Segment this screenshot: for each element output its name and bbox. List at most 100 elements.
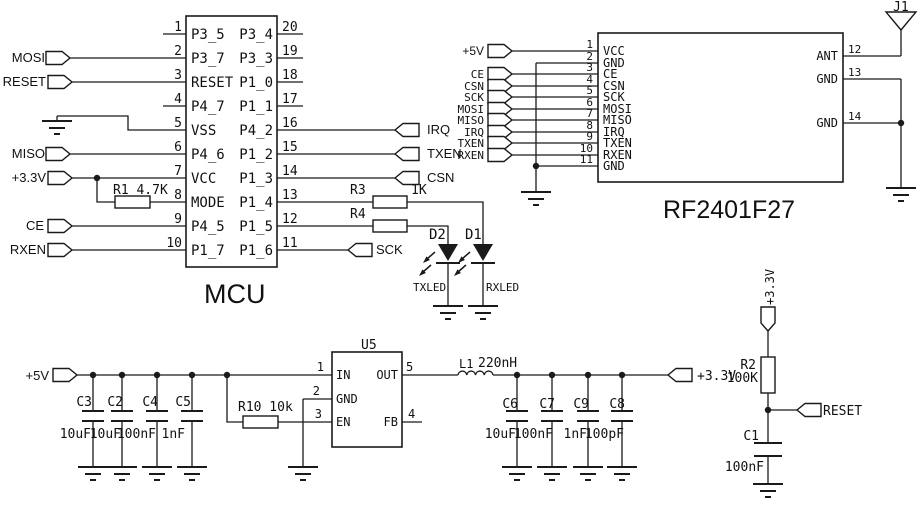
pin-name: GND [816, 72, 838, 86]
net-flag [394, 146, 420, 162]
net-flag [487, 89, 513, 105]
pin-number: 11 [580, 153, 593, 166]
d2-ref: D2 [429, 227, 446, 243]
pin-name: GND [816, 116, 838, 130]
pin-name: GND [603, 159, 625, 173]
net-flag [487, 135, 513, 151]
cap-c2: C2 10uF [90, 371, 138, 481]
cap-ref: C4 [142, 395, 158, 410]
net-label: IRQ [464, 126, 484, 139]
pin-number: 13 [282, 188, 298, 203]
resistor-body [242, 415, 279, 429]
net-flag [394, 122, 420, 138]
pin-name: IRQ [603, 125, 625, 139]
net-label-mosi: MOSI [12, 50, 45, 65]
net-label-reset: RESET [3, 74, 46, 89]
output-caps: C6 10uF C7 100nF C9 1nF [485, 371, 638, 481]
pin-name: VCC [191, 171, 216, 187]
led-emission-arrow [457, 251, 471, 264]
net-label-ce: CE [26, 218, 44, 233]
net-label-rxen: RXEN [10, 242, 46, 257]
ground-symbol [77, 466, 109, 481]
pin-number: 5 [406, 360, 413, 374]
junction-dot [93, 174, 101, 182]
rf-left-pin-names: VCC GND CE CSN SCK MOSI MISO IRQ TXEN RX… [603, 44, 632, 173]
pin-number: 16 [282, 116, 298, 131]
resistor-body [114, 195, 151, 209]
pin-name: P3_7 [191, 51, 225, 67]
cap-value: 10uF [60, 427, 91, 442]
pin-number: 1 [174, 20, 182, 35]
pin-number: 9 [586, 130, 593, 143]
net-flag [47, 74, 73, 90]
pin-number: 1 [317, 360, 324, 374]
pin-name: P1_0 [239, 75, 273, 91]
junction-dot [897, 119, 905, 127]
pin-name: RESET [191, 75, 234, 91]
pin-number: 12 [848, 43, 861, 56]
net-label-miso: MISO [12, 146, 45, 161]
led-triangle [473, 244, 493, 261]
net-flag [487, 147, 513, 163]
cap-c7: C7 100nF [514, 371, 568, 481]
antenna-icon [884, 11, 918, 32]
pin-name: P1_4 [239, 195, 273, 211]
net-flag [45, 146, 71, 162]
pin-name: FB [384, 415, 398, 429]
ground-symbol [106, 466, 138, 481]
l1-ref: L1 [459, 357, 473, 371]
r1-label: R1 4.7K [113, 183, 168, 198]
ground-symbol [520, 191, 552, 206]
cap-value: 100pF [585, 427, 624, 442]
net-label: SCK [464, 91, 484, 104]
cap-c6: C6 10uF [485, 371, 533, 481]
pin-number: 14 [848, 110, 862, 123]
ground-symbol [287, 466, 319, 481]
pin-number: 6 [586, 96, 593, 109]
pin-name: P1_5 [239, 219, 273, 235]
pin-number: 20 [282, 20, 298, 35]
pin-name: P1_6 [239, 243, 273, 259]
resistor-r1: R1 4.7K [113, 183, 168, 209]
mcu-left-wires [41, 33, 186, 251]
pin-name: P4_6 [191, 147, 225, 163]
pin-number: 1 [586, 38, 593, 51]
wire [407, 201, 484, 243]
pin-name: OUT [376, 368, 398, 382]
led-branch: R3 1K R4 D2 TXLED D1 RXLED [350, 183, 519, 320]
rf-left-pin-numbers: 1 2 3 4 5 6 7 8 9 10 11 [580, 38, 594, 166]
cap-c3: C3 10uF [60, 371, 109, 481]
rf-label: RF2401F27 [663, 196, 795, 224]
junction-dot [532, 162, 540, 170]
pin-number: 18 [282, 68, 298, 83]
net-label-3v3: +3.3V [12, 170, 47, 185]
ground-symbol [501, 466, 533, 481]
pin-number: 7 [586, 107, 593, 120]
cap-ref: C6 [502, 397, 518, 412]
cap-ref: C3 [76, 395, 92, 410]
ground-symbol [141, 466, 173, 481]
net-label-5v: +5V [462, 44, 484, 58]
pin-name: P1_1 [239, 99, 273, 115]
mcu-block: MCU 1 2 3 4 5 6 7 8 9 [3, 15, 484, 309]
l1-value: 220nH [478, 356, 517, 371]
net-label: MISO [458, 114, 485, 127]
rf-right-pin-names: ANT GND GND [816, 49, 838, 130]
pin-number: 4 [408, 407, 415, 421]
pin-name: ANT [816, 49, 838, 63]
pin-name: P4_2 [239, 123, 273, 139]
net-flag [667, 367, 693, 383]
net-label-sck: SCK [376, 242, 403, 257]
net-flag [47, 170, 73, 186]
pin-number: 5 [586, 84, 593, 97]
r2-ref: R2 [740, 358, 756, 373]
regulator-u5: U5 IN GND EN OUT FB 1 2 3 5 4 [287, 338, 458, 481]
net-label-3v3: +3.3V [697, 369, 736, 384]
r2-value: 100K [727, 371, 758, 386]
pin-number: 10 [580, 142, 593, 155]
pin-name: P4_7 [191, 99, 225, 115]
net-label: TXEN [458, 137, 485, 150]
pin-number: 5 [174, 116, 182, 131]
ground-symbol [885, 187, 917, 202]
pin-name: VCC [603, 44, 625, 58]
